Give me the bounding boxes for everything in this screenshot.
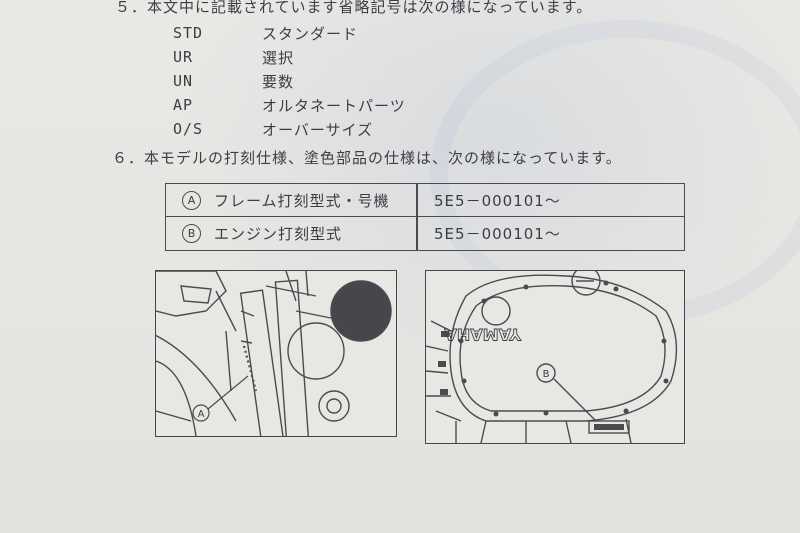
abbr-meaning: スタンダード [262, 25, 359, 43]
section-5-heading: ５．本文中に記載されています省略記号は次の様になっています。 [115, 0, 593, 16]
row-value: 5E5－000101～ [434, 192, 561, 210]
row-label: フレーム打刻型式・号機 [214, 192, 390, 210]
abbr-code: STD [173, 24, 204, 42]
abbr-code: O/S [173, 120, 204, 138]
spec-table: A フレーム打刻型式・号機 5E5－000101～ B エンジン打刻型式 5E5… [165, 183, 685, 251]
abbr-code: AP [173, 96, 194, 114]
abbr-meaning: 要数 [262, 73, 295, 91]
figure-marker: B [543, 369, 550, 380]
abbr-code: UR [173, 48, 194, 66]
circled-marker: B [182, 224, 201, 243]
figure-marker: A [198, 409, 205, 420]
circled-marker: A [182, 191, 201, 210]
engine-drawing: B YAMAHA [426, 271, 678, 443]
frame-illustration: A [155, 270, 397, 437]
abbr-meaning: 選択 [262, 49, 295, 67]
table-divider [416, 184, 418, 250]
table-row: B エンジン打刻型式 5E5－000101～ [166, 217, 684, 250]
abbr-meaning: オーバーサイズ [262, 121, 374, 139]
abbr-code: UN [173, 72, 194, 90]
section-6-heading: ６．本モデルの打刻仕様、塗色部品の仕様は、次の様になっています。 [112, 149, 622, 167]
yamaha-logo: YAMAHA [444, 325, 522, 344]
row-label: エンジン打刻型式 [214, 225, 343, 243]
abbr-meaning: オルタネートパーツ [262, 97, 406, 115]
engine-illustration: B YAMAHA [425, 270, 685, 444]
table-row: A フレーム打刻型式・号機 5E5－000101～ [166, 184, 684, 217]
frame-drawing: A [156, 271, 392, 436]
row-value: 5E5－000101～ [434, 225, 561, 243]
